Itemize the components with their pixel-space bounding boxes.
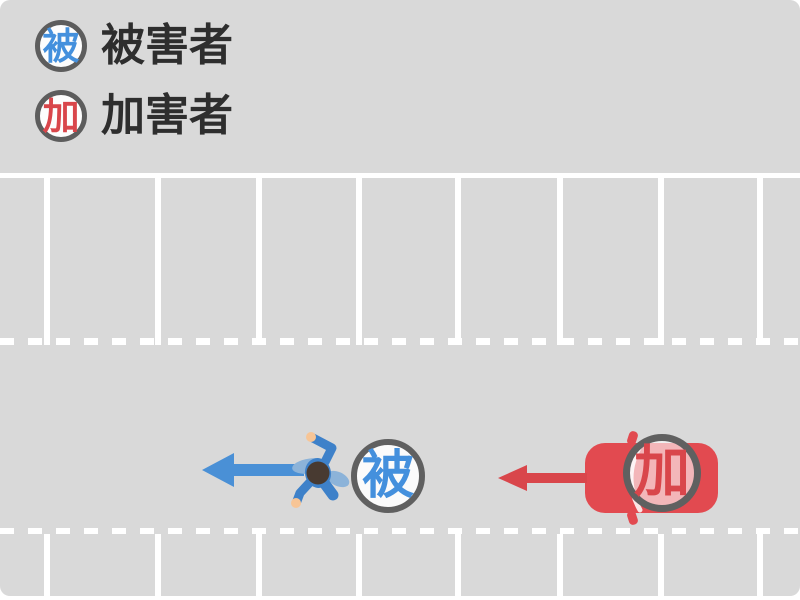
parking-stall-line [658,534,664,596]
victim-scene-badge: 被 [351,439,425,513]
parking-row-top-edge-line [0,173,800,178]
perpetrator-scene-badge-char: 加 [634,440,690,505]
parking-stall-line [44,534,50,596]
parking-stall-line [155,534,161,596]
pedestrian-icon [291,432,350,508]
parking-stall-line [557,178,563,345]
perpetrator-badge-icon: 加 [35,90,87,142]
lane-dashed-line-bottom [0,528,800,534]
legend: 被 被害者 加 加害者 [35,15,233,147]
legend-row-victim: 被 被害者 [35,15,233,77]
parking-stall-line [757,178,763,345]
perpetrator-legend-label: 加害者 [101,90,233,141]
parking-stall-line [658,178,664,345]
victim-badge-icon: 被 [35,20,87,72]
perpetrator-scene-badge: 加 [623,434,701,512]
parking-stall-line [256,534,262,596]
parking-stall-line [455,534,461,596]
lane-dashed-line-top [0,338,800,345]
legend-row-perpetrator: 加 加害者 [35,85,233,147]
parking-stall-line [155,178,161,345]
parking-stall-line [44,178,50,345]
parking-stall-line [455,178,461,345]
victim-badge-char: 被 [42,24,80,68]
perpetrator-badge-char: 加 [42,94,80,138]
parking-stall-line [356,534,362,596]
perpetrator-left-arrow-icon [498,465,587,491]
parking-stall-line [356,178,362,345]
parking-stall-line [757,534,763,596]
victim-legend-label: 被害者 [101,20,233,71]
parking-stall-line [557,534,563,596]
parking-stall-line [256,178,262,345]
victim-left-arrow-icon [202,453,304,487]
victim-scene-badge-char: 被 [361,446,414,506]
